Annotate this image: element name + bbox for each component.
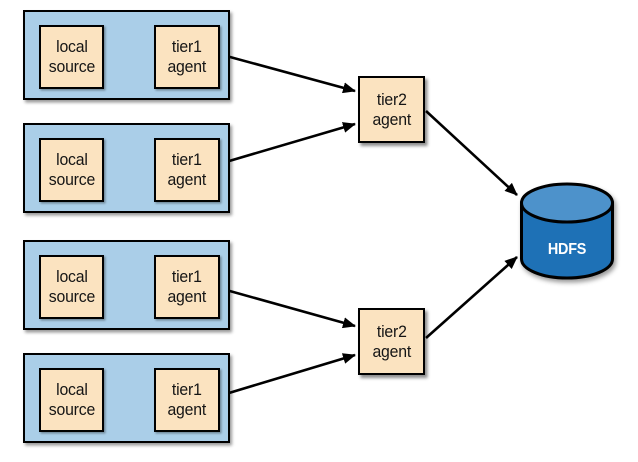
arrow-collector1-to-hdfs	[425, 110, 518, 196]
local-source-label-3: local source	[48, 267, 95, 306]
tier2-agent-label-1: tier2 agent	[372, 89, 411, 129]
tier1-agent-node-4: tier1 agent	[154, 368, 220, 432]
hdfs-cylinder-body	[520, 201, 614, 280]
tier1-agent-label-4: tier1 agent	[167, 380, 207, 419]
tier1-agent-label-3: tier1 agent	[167, 267, 207, 306]
arrow-agent4-to-collector2	[218, 353, 356, 398]
local-source-label-4: local source	[48, 380, 95, 419]
hdfs-cylinder	[520, 182, 614, 280]
local-source-node-4: local source	[39, 368, 104, 432]
tier2-agent-node-1: tier2 agent	[358, 76, 425, 143]
local-source-label-1: local source	[48, 37, 95, 76]
local-source-node-1: local source	[39, 25, 104, 89]
pipeline-group-2: local source tier1 agent	[23, 123, 230, 213]
arrow-agent3-to-collector2	[218, 286, 356, 329]
pipeline-group-1: local source tier1 agent	[23, 10, 230, 100]
tier1-agent-node-2: tier1 agent	[154, 138, 220, 202]
tier2-agent-label-2: tier2 agent	[372, 321, 411, 361]
arrow-agent1-to-collector1	[218, 52, 356, 94]
tier1-agent-node-1: tier1 agent	[154, 25, 220, 89]
pipeline-group-4: local source tier1 agent	[23, 353, 230, 443]
tier1-agent-label-2: tier1 agent	[167, 150, 207, 189]
pipeline-group-3: local source tier1 agent	[23, 240, 230, 330]
local-source-label-2: local source	[48, 150, 95, 189]
local-source-node-3: local source	[39, 255, 104, 319]
arrow-agent2-to-collector1	[218, 122, 356, 166]
tier1-agent-node-3: tier1 agent	[154, 255, 220, 319]
hdfs-cylinder-top	[520, 182, 614, 224]
hdfs-label: HDFS	[547, 241, 587, 258]
local-source-node-2: local source	[39, 138, 104, 202]
tier1-agent-label-1: tier1 agent	[167, 37, 207, 76]
arrow-collector2-to-hdfs	[425, 256, 518, 339]
tier2-agent-node-2: tier2 agent	[358, 308, 425, 375]
